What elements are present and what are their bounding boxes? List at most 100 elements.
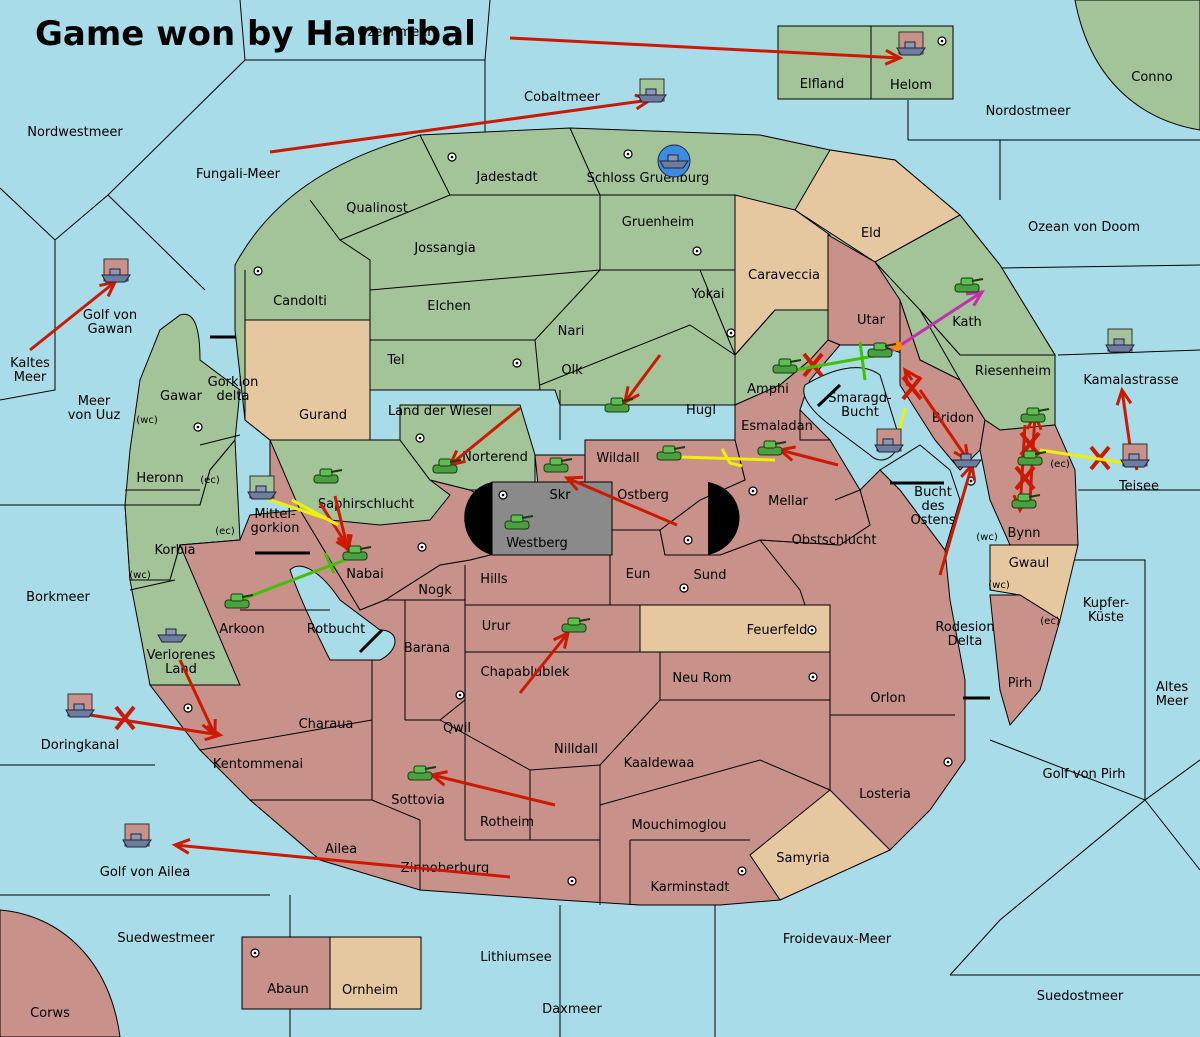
- label-esmaladan: Esmaladan: [741, 419, 813, 434]
- label-urur: Urur: [482, 619, 511, 634]
- army-unit[interactable]: [604, 397, 634, 413]
- label-utar: Utar: [857, 313, 886, 328]
- label-arkoon: Arkoon: [219, 622, 264, 637]
- support-order: [261, 495, 339, 527]
- label-mouchimoglou: Mouchimoglou: [631, 818, 726, 833]
- fleet-unit[interactable]: [1105, 328, 1135, 353]
- army-unit[interactable]: [772, 358, 802, 374]
- label-mittel-gorkion: Mittel-gorkion: [251, 507, 300, 536]
- label-corws: Corws: [30, 1006, 70, 1021]
- fleet-unit[interactable]: [247, 475, 277, 500]
- coast-tag: (ec): [1050, 459, 1070, 470]
- label-golf-von-ailea: Golf von Ailea: [100, 865, 190, 880]
- fleet-unit[interactable]: [1120, 443, 1150, 468]
- province-samyria[interactable]: [749, 789, 891, 901]
- province-borders: [125, 127, 955, 905]
- label-hills: Hills: [480, 572, 508, 587]
- order-arrow: [623, 354, 662, 403]
- coast-tag: (wc): [136, 415, 158, 426]
- label-borkmeer: Borkmeer: [26, 590, 90, 605]
- label-schloss-gruenburg: Schloss Gruenburg: [587, 171, 710, 186]
- sea-bucht-des-ostens[interactable]: [879, 444, 961, 552]
- label-nogk: Nogk: [418, 583, 452, 598]
- army-unit[interactable]: [867, 342, 897, 358]
- arrow-head: [622, 386, 640, 405]
- label-heronn: Heronn: [136, 471, 183, 486]
- province-labels: NordwestmeerCobaltmeerFungali-MeerOzeanm…: [10, 25, 1189, 1021]
- army-unit[interactable]: [224, 593, 254, 609]
- arrow-head: [884, 48, 904, 66]
- dislodge-marker: [892, 341, 902, 351]
- label-mellar: Mellar: [768, 494, 808, 509]
- order-arrow: [431, 773, 556, 807]
- order-arrow: [566, 476, 678, 527]
- label-sund: Sund: [694, 568, 727, 583]
- fleet-unit[interactable]: [65, 693, 95, 718]
- army-unit[interactable]: [342, 545, 372, 561]
- fleet-unit[interactable]: [874, 428, 904, 453]
- label-losteria: Losteria: [859, 787, 911, 802]
- label-daxmeer: Daxmeer: [542, 1002, 602, 1017]
- label-sottovia: Sottovia: [391, 793, 445, 808]
- support-order: [794, 341, 881, 381]
- coast-tag: (wc): [976, 532, 998, 543]
- province-ornheim[interactable]: [329, 936, 422, 1010]
- province-elfland[interactable]: [777, 25, 872, 100]
- label-orlon: Orlon: [870, 691, 905, 706]
- army-unit[interactable]: [656, 445, 686, 461]
- label-chapablublek: Chapablublek: [481, 665, 570, 680]
- label-lithiumsee: Lithiumsee: [480, 950, 551, 965]
- army-unit[interactable]: [313, 468, 343, 484]
- label-ailea: Ailea: [325, 842, 357, 857]
- fleet-unit[interactable]: [657, 144, 691, 178]
- label-golf-von-pirh: Golf von Pirh: [1043, 767, 1126, 782]
- label-conno: Conno: [1131, 70, 1173, 85]
- arrow-head: [965, 290, 985, 307]
- label-yokai: Yokai: [690, 287, 724, 302]
- fleet-unit[interactable]: [101, 258, 131, 283]
- label-hugl: Hugl: [686, 403, 716, 418]
- army-unit[interactable]: [504, 514, 534, 530]
- army-unit[interactable]: [757, 440, 787, 456]
- connection-arrows: [210, 335, 990, 700]
- army-unit[interactable]: [561, 617, 591, 633]
- failed-order-x: [114, 705, 136, 731]
- sea-smaragd-bucht[interactable]: [803, 367, 901, 461]
- arrow-head: [201, 718, 217, 739]
- label-karminstadt: Karminstadt: [650, 880, 729, 895]
- label-rotheim: Rotheim: [480, 815, 534, 830]
- fleet-unit[interactable]: [122, 823, 152, 848]
- label-froidevaux-meer: Froidevaux-Meer: [783, 932, 892, 947]
- order-arrow: [89, 713, 221, 737]
- army-unit[interactable]: [407, 765, 437, 781]
- failed-order-x: [802, 352, 824, 378]
- army-unit[interactable]: [954, 277, 984, 293]
- army-unit[interactable]: [1020, 407, 1050, 423]
- label-feuerfeld: Feuerfeld: [747, 623, 808, 638]
- label-kamalastrasse: Kamalastrasse: [1083, 373, 1178, 388]
- fleet-unit[interactable]: [952, 453, 982, 468]
- order-arrow: [269, 98, 651, 154]
- army-unit[interactable]: [543, 457, 573, 473]
- army-unit[interactable]: [1017, 450, 1047, 466]
- fleet-unit[interactable]: [637, 78, 667, 103]
- province-conno[interactable]: [1074, 0, 1200, 131]
- label-candolti: Candolti: [273, 294, 327, 309]
- label-nabai: Nabai: [346, 567, 384, 582]
- fleet-unit[interactable]: [896, 31, 926, 56]
- province-corws[interactable]: [0, 909, 121, 1037]
- label-ozean-von-doom: Ozean von Doom: [1028, 220, 1140, 235]
- failed-order-x: [901, 375, 923, 401]
- order-arrow: [178, 659, 217, 736]
- army-unit[interactable]: [432, 458, 462, 474]
- army-unit[interactable]: [1011, 493, 1041, 509]
- province-abaun[interactable]: [241, 936, 331, 1010]
- label-jadestadt: Jadestadt: [475, 170, 537, 185]
- fleet-unit[interactable]: [157, 628, 187, 643]
- units-layer: [65, 31, 1150, 848]
- province-pirh[interactable]: [989, 594, 1061, 727]
